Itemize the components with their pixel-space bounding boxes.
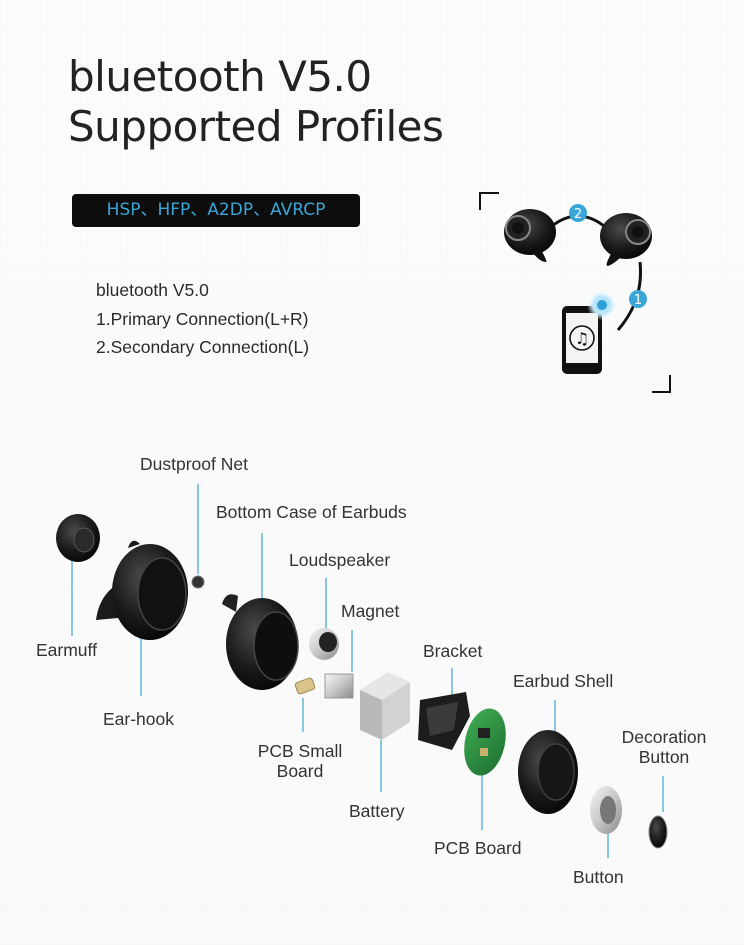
label-earbud-shell: Earbud Shell — [513, 671, 614, 691]
phone-icon: ♫ — [562, 306, 602, 374]
supported-profiles-bar: HSP、HFP、A2DP、AVRCP — [72, 194, 360, 227]
svg-text:♫: ♫ — [575, 329, 589, 348]
info-line-1: bluetooth V5.0 — [96, 280, 209, 300]
earbud-left-icon — [504, 209, 556, 262]
earmuff-part — [56, 514, 100, 562]
badge-2: 2 — [574, 207, 582, 222]
label-dustproof-net: Dustproof Net — [140, 454, 248, 474]
label-ear-hook: Ear-hook — [103, 709, 175, 729]
magnet-part — [324, 673, 354, 699]
label-pcb-board: PCB Board — [434, 838, 522, 858]
connection-diagram: ♫ 2 1 — [479, 192, 671, 393]
button-part — [590, 786, 622, 834]
label-battery: Battery — [349, 801, 405, 821]
bottom-case-part — [222, 594, 299, 690]
label-button: Button — [573, 867, 624, 887]
badge-1: 1 — [634, 293, 642, 308]
leader-lines — [71, 484, 664, 858]
label-pcb-small-board-line-1: PCB Small — [257, 741, 343, 761]
label-bracket: Bracket — [423, 641, 483, 661]
corner-bracket-top-left — [479, 192, 499, 210]
label-loudspeaker: Loudspeaker — [289, 550, 391, 570]
page-title: bluetooth V5.0 Supported Profiles — [68, 52, 444, 152]
bracket-part — [418, 692, 470, 750]
label-decoration-button-line-1: Decoration — [621, 727, 707, 747]
earbud-right-icon — [600, 213, 652, 266]
ear-hook-part — [96, 540, 188, 640]
label-magnet: Magnet — [341, 601, 400, 621]
info-line-2: 1.Primary Connection(L+R) — [96, 308, 309, 329]
label-pcb-small-board: PCB Small Board — [256, 741, 344, 781]
label-pcb-small-board-line-2: Board — [276, 761, 324, 781]
label-earmuff: Earmuff — [36, 640, 97, 660]
label-decoration-button-line-2: Button — [638, 747, 690, 767]
connection-info: bluetooth V5.0 1.Primary Connection(L+R)… — [96, 276, 309, 362]
pcb-board-part — [464, 708, 506, 776]
label-decoration-button: Decoration Button — [614, 727, 714, 767]
decoration-button-part — [648, 815, 668, 849]
battery-part — [360, 672, 410, 740]
title-line-1: bluetooth V5.0 — [68, 52, 372, 101]
dustproof-net-part — [191, 575, 205, 589]
info-line-3: 2.Secondary Connection(L) — [96, 337, 310, 357]
earbud-shell-part — [518, 730, 578, 814]
corner-bracket-bottom-right — [652, 375, 671, 393]
label-bottom-case: Bottom Case of Earbuds — [216, 502, 407, 522]
loudspeaker-part — [309, 628, 339, 660]
pcb-small-board-part — [294, 677, 316, 695]
title-line-2: Supported Profiles — [68, 102, 444, 151]
